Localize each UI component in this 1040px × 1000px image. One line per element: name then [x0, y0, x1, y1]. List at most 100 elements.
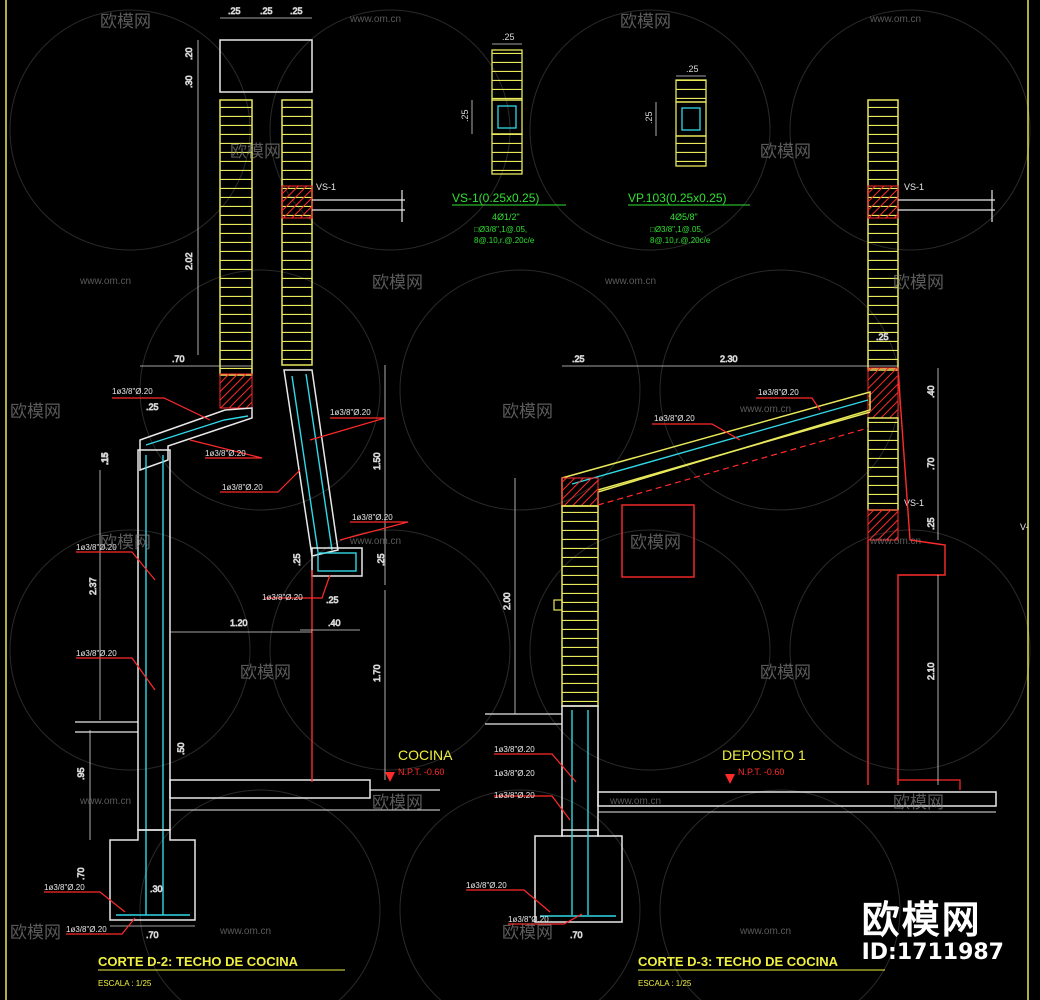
right-brick-wall: [281, 99, 313, 366]
rebar-label: 1ø3/8"Ø.20: [330, 408, 371, 417]
d2-level-label: N.P.T. -0.60: [398, 767, 444, 777]
d2-footing: [109, 829, 196, 921]
watermark-brand: 欧模网: [630, 533, 681, 552]
vp103-bars: 4Ø5/8": [670, 212, 698, 222]
watermark-brand: 欧模网: [372, 273, 423, 292]
dim: .70: [146, 930, 159, 940]
d3-dimensions: .25 2.30 .25 .40 .70 .25 2.00 2.10 .70: [502, 332, 939, 940]
watermark-site: www.om.cn: [79, 796, 131, 807]
d3-right-brick-wall: [867, 99, 899, 371]
d3-left-brick-wall: [561, 505, 599, 707]
watermark-brand: 欧模网: [230, 142, 281, 161]
dim: 1.50: [372, 452, 382, 470]
watermark-brand: 欧模网: [10, 923, 61, 942]
dim: 1.20: [230, 618, 248, 628]
top-cap: [219, 39, 313, 93]
rebar-label: 1ø3/8"Ø.20: [654, 414, 695, 423]
watermark-site: www.om.cn: [739, 926, 791, 937]
watermark-brand: 欧模网: [893, 793, 944, 812]
d2-beam-tag: VS-1: [316, 182, 336, 192]
dim: .25: [146, 402, 159, 412]
d2-title: CORTE D-2: TECHO DE COCINA: [98, 954, 299, 969]
watermark-site: www.om.cn: [609, 796, 661, 807]
watermark-brand: 欧模网: [100, 533, 151, 552]
watermark-brand: 欧模网: [893, 273, 944, 292]
dim: .25: [572, 354, 585, 364]
vp103-stirrups: □Ø3/8",1@.05,: [650, 225, 703, 234]
dim: .25: [228, 6, 241, 16]
watermark-logo-text: 欧模网: [861, 898, 982, 942]
watermark-brand: 欧模网: [10, 402, 61, 421]
rebar-label: 1ø3/8"Ø.20: [44, 883, 85, 892]
rebar-label: 1ø3/8"Ø.20: [758, 388, 799, 397]
watermark-brand: 欧模网: [760, 142, 811, 161]
d3-side-tag: V-: [1020, 522, 1029, 532]
watermark-site: www.om.cn: [79, 276, 131, 287]
vs1-bars: 4Ø1/2": [492, 212, 520, 222]
dim: .70: [76, 867, 86, 880]
rebar-label: 1ø3/8"Ø.20: [494, 769, 535, 778]
d3-scale: ESCALA : 1/25: [638, 979, 692, 988]
dim: 2.10: [926, 662, 936, 680]
dim: 2.00: [502, 592, 512, 610]
vp103-name: VP.103(0.25x0.25): [628, 191, 727, 205]
beam-hatch-left: [219, 373, 253, 409]
watermark-brand: 欧模网: [620, 12, 671, 31]
watermark-site: www.om.cn: [604, 276, 656, 287]
d3-sloped-slab: [561, 391, 871, 507]
watermark-site: www.om.cn: [869, 536, 921, 547]
d2-rebar-labels: 1ø3/8"Ø.20 1ø3/8"Ø.20 1ø3/8"Ø.20 1ø3/8"Ø…: [44, 387, 393, 934]
d2-dimensions: .25 .25 .25 .20 .30 2.02 .70 .25 .15 2.3…: [76, 6, 387, 941]
dim: .95: [76, 767, 86, 780]
level-marker: [725, 774, 735, 784]
beam-details: .25 .25 VS-1(0.25x0.25) 4Ø1/2" □Ø3/8",1@…: [452, 32, 750, 245]
d3-rc-wall: [561, 705, 599, 837]
watermark-site: www.om.cn: [219, 926, 271, 937]
watermark-brand: 欧模网: [760, 663, 811, 682]
watermark-brand: 欧模网: [502, 402, 553, 421]
rebar-label: 1ø3/8"Ø.20: [352, 513, 393, 522]
level-marker: [385, 772, 395, 782]
d3-window: [621, 504, 695, 578]
d2-inclined-wall: [283, 369, 339, 557]
section-d3: VS-1 VS-1 V- .25 2.30 .25: [466, 99, 1029, 988]
watermark-logo: 欧模网 ID:1711987: [862, 900, 1004, 966]
dim: .20: [184, 47, 194, 60]
dim: .25: [644, 111, 654, 124]
d3-room-label: DEPOSITO 1: [722, 747, 806, 763]
d3-level-label: N.P.T. -0.60: [738, 767, 784, 777]
d2-scale: ESCALA : 1/25: [98, 979, 152, 988]
watermark-brand: 欧模网: [100, 12, 151, 31]
vp103-stirrups: 8@.10,r.@.20c/e: [650, 236, 711, 245]
dim: .15: [100, 452, 110, 465]
dim: .25: [460, 109, 470, 122]
dim: .25: [326, 595, 339, 605]
d2-room-label: COCINA: [398, 747, 453, 763]
dim: 2.30: [720, 354, 738, 364]
watermark-brand: 欧模网: [502, 923, 553, 942]
watermark-brand: 欧模网: [372, 793, 423, 812]
beam-hatch-upper: [281, 185, 313, 219]
watermarks: 欧模网 www.om.cn 欧模网 www.om.cn 欧模网 欧模网 www.…: [10, 12, 944, 942]
d3-rebar-leaders: [466, 397, 821, 925]
dim: .25: [292, 553, 302, 566]
vs1-stirrups: □Ø3/8",1@.05,: [474, 225, 527, 234]
dim: .25: [686, 64, 699, 74]
rebar-label: 1ø3/8"Ø.20: [112, 387, 153, 396]
rebar-label: 1ø3/8"Ø.20: [466, 881, 507, 890]
d3-floor-slab: [597, 791, 997, 807]
dim: 2.02: [184, 252, 194, 270]
d3-beam-tag: VS-1: [904, 498, 924, 508]
dim: .40: [328, 618, 341, 628]
dim: .25: [376, 553, 386, 566]
watermark-id: ID:1711987: [861, 940, 1004, 965]
dim: 2.37: [88, 577, 98, 595]
section-d2: VS-1 .25 .25 .25 .20: [44, 6, 453, 988]
dim: .30: [184, 75, 194, 88]
rebar-label: 1ø3/8"Ø.20: [76, 543, 117, 552]
rebar-label: 1ø3/8"Ø.20: [262, 593, 303, 602]
watermark-site: www.om.cn: [739, 404, 791, 415]
watermark-site: www.om.cn: [349, 14, 401, 25]
d3-rebar-labels: 1ø3/8"Ø.20 1ø3/8"Ø.20 1ø3/8"Ø.20 1ø3/8"Ø…: [466, 388, 799, 924]
